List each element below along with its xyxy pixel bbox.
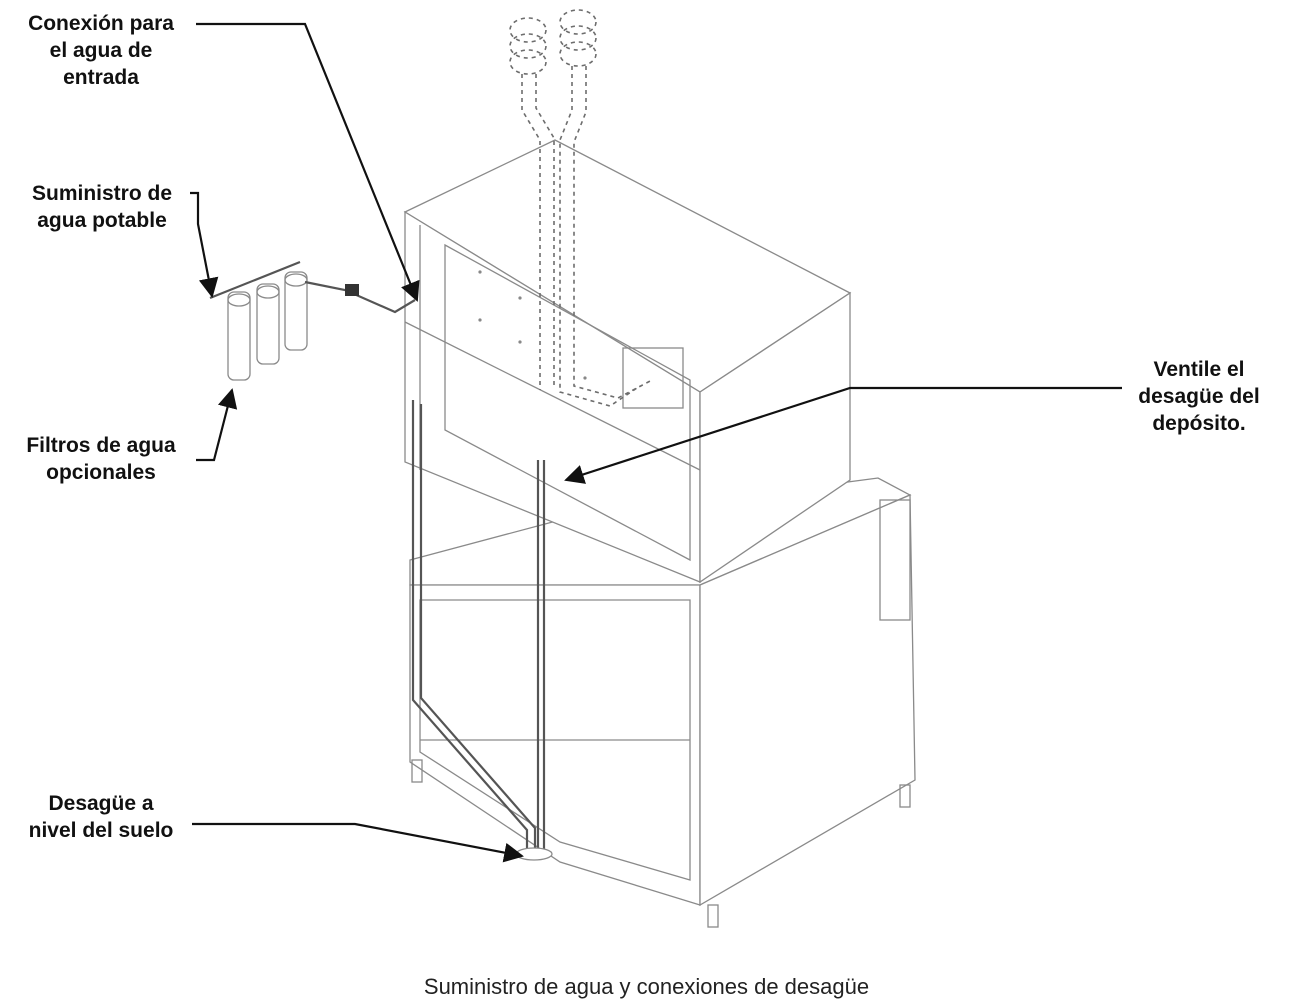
label-line: Suministro de xyxy=(31,182,173,205)
label-floor-drain: Desagüe a nivel del suelo xyxy=(12,790,190,844)
label-line: Conexión para xyxy=(28,12,174,35)
leader-lines xyxy=(190,22,1122,863)
ice-machine-head xyxy=(403,139,852,584)
label-water-inlet-connection: Conexión para el agua de entrada xyxy=(12,10,190,91)
label-line: Filtros de agua xyxy=(26,434,176,457)
label-line: el agua de xyxy=(49,39,153,62)
label-line: opcionales xyxy=(46,461,156,484)
label-line: Desagüe a xyxy=(48,792,154,815)
label-line: desagüe del xyxy=(1138,385,1260,408)
shutoff-valve xyxy=(345,284,359,296)
label-line: Ventile el xyxy=(1153,358,1245,381)
water-filters xyxy=(209,260,308,381)
remote-line-set xyxy=(509,9,653,407)
label-line: entrada xyxy=(63,66,139,89)
figure-caption: Suministro de agua y conexiones de desag… xyxy=(423,974,870,999)
drain-lines xyxy=(411,400,553,861)
water-supply-line xyxy=(304,280,416,314)
label-optional-water-filters: Filtros de agua opcionales xyxy=(6,432,196,486)
label-line: agua potable xyxy=(37,209,167,232)
label-vent-bin-drain: Ventile el desagüe del depósito. xyxy=(1110,356,1288,437)
storage-bin xyxy=(409,477,916,928)
label-line: depósito. xyxy=(1152,412,1246,435)
label-line: nivel del suelo xyxy=(28,819,174,842)
label-potable-water-supply: Suministro de agua potable xyxy=(14,180,190,234)
